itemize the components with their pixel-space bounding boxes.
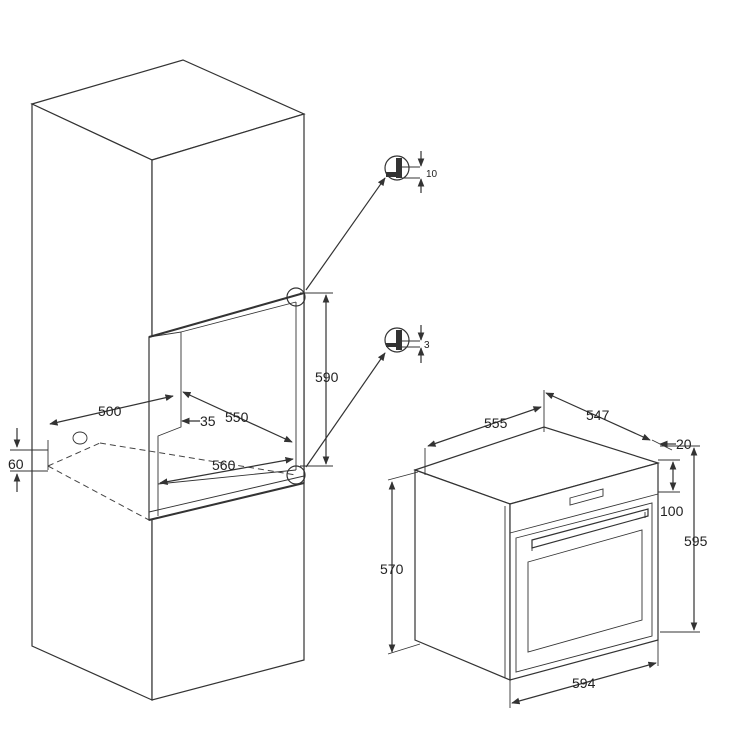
dim-oven-depth: 555 [424, 390, 545, 475]
dim-total-height: 595 [660, 445, 708, 633]
label-oven-width: 594 [572, 675, 596, 691]
niche-interior-top [180, 301, 297, 333]
label-vent: 60 [8, 456, 24, 472]
dim-front-thickness: 20 [651, 436, 692, 452]
control-panel-line [509, 493, 659, 534]
oven-display [569, 488, 604, 506]
label-niche-height: 590 [315, 369, 339, 385]
dim-vent: 60 [8, 428, 48, 492]
oven [413, 426, 661, 681]
dim-panel-height: 100 [658, 459, 684, 519]
oven-side-face [414, 469, 511, 681]
niche-top-edge [148, 292, 305, 338]
callout-circle-top [286, 287, 306, 307]
label-front-thickness: 20 [676, 436, 692, 452]
vent-dash-back [47, 465, 150, 521]
cabinet-side-face [31, 103, 153, 701]
label-panel-height: 100 [660, 503, 684, 519]
dim-oven-body-depth: 547 [545, 392, 651, 441]
label-body-height: 570 [380, 561, 404, 577]
dim-niche-height: 590 [300, 292, 339, 467]
niche-bottom-edge [148, 482, 305, 521]
dim-outer-width: 560 [159, 457, 294, 485]
detail-circle-top [384, 155, 410, 181]
dim-niche-depth: 500 [47, 394, 174, 470]
dim-inner-width: 550 [182, 391, 293, 443]
detail-top-gap: 10 [305, 151, 438, 291]
label-outer-width: 560 [212, 457, 236, 473]
detail-circle-bottom [384, 327, 410, 353]
vent-hole [72, 431, 88, 445]
label-bottom-gap: 3 [424, 340, 430, 351]
oven-window [527, 529, 643, 653]
label-oven-depth: 555 [484, 415, 508, 431]
oven-door [515, 502, 653, 673]
dim-body-height: 570 [380, 471, 421, 655]
detail-bottom-gap: 3 [305, 325, 430, 468]
niche-interior-left [148, 331, 182, 516]
label-offset: 35 [200, 413, 216, 429]
label-inner-width: 550 [225, 409, 249, 425]
label-oven-body-depth: 547 [586, 407, 610, 423]
label-total-height: 595 [684, 533, 708, 549]
label-niche-depth: 500 [98, 403, 122, 419]
label-top-gap: 10 [426, 169, 438, 180]
dim-oven-width: 594 [509, 640, 659, 708]
